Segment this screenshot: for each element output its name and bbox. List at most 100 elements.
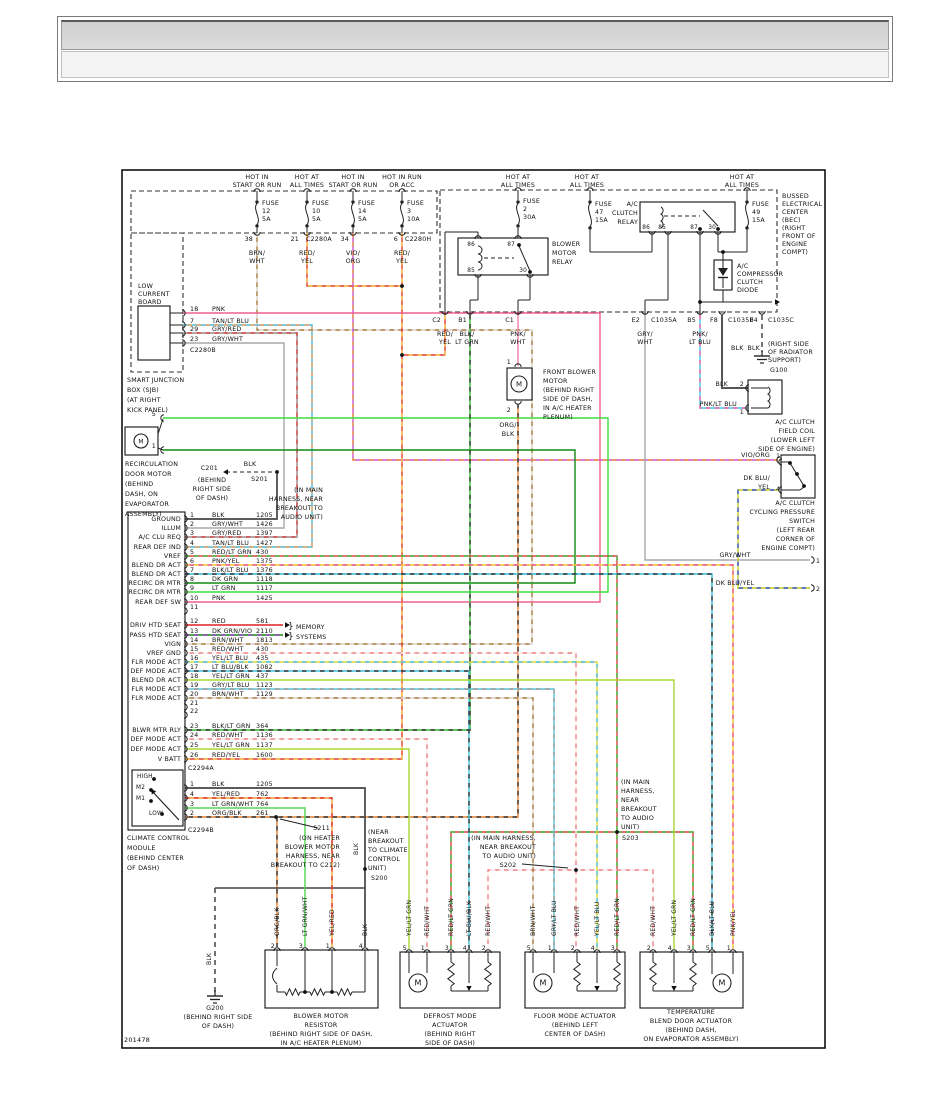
label: RIGHT SIDE <box>193 486 231 493</box>
label: PASS HTD SEAT <box>130 632 181 639</box>
label: 24 <box>190 732 198 739</box>
label: 1123 <box>256 682 273 689</box>
label: 2 <box>507 407 511 414</box>
switch-arm <box>150 789 180 821</box>
pin-chevron <box>593 949 601 954</box>
pin-chevron <box>474 273 482 278</box>
label: 2 <box>523 206 527 213</box>
label: 5A <box>262 216 271 223</box>
label: HIGH <box>137 774 153 780</box>
label: FLR MODE ACT <box>131 695 181 702</box>
pin-chevron <box>253 231 261 236</box>
label: PNK/LT BLU <box>700 401 738 408</box>
label: GRY/RED <box>212 530 241 537</box>
label: RED/ <box>299 250 316 257</box>
pin-chevron <box>160 414 165 422</box>
pin-chevron <box>514 310 522 315</box>
wire-stripe <box>576 869 654 949</box>
label: C1035A <box>651 317 677 324</box>
label: (ON HEATER <box>299 835 340 842</box>
label: REAR DEF SW <box>135 599 181 606</box>
junction-dot <box>152 777 156 781</box>
label: PNK/ <box>692 331 708 338</box>
label: 30A <box>523 214 536 221</box>
wire <box>185 807 306 947</box>
pin-chevron <box>183 524 188 532</box>
wire-stripe <box>185 233 533 645</box>
label: TEMPERATURE <box>666 1009 715 1016</box>
pin-chevron <box>183 804 188 812</box>
label: BLK/LT BLU <box>709 901 716 936</box>
fuse-icon <box>745 203 749 227</box>
label: RED <box>212 618 226 625</box>
pin-chevron <box>273 947 281 952</box>
label: 4 <box>463 945 467 952</box>
label: FUSE <box>262 200 279 207</box>
wire <box>185 555 618 949</box>
label: OF DASH) <box>127 865 159 872</box>
arrow-icon <box>285 622 290 628</box>
wire-stripe <box>185 661 598 949</box>
label: WHT <box>249 258 264 265</box>
label: 5A <box>358 216 367 223</box>
label: 87 <box>690 225 698 231</box>
label: 1 <box>816 558 820 565</box>
pin-chevron <box>405 949 413 954</box>
pin-chevron <box>670 949 678 954</box>
label: TAN/LT BLU <box>211 540 249 547</box>
label: GRY/RED <box>212 326 241 333</box>
label: RED/LT GRN <box>690 898 697 936</box>
label: 2 <box>190 521 194 528</box>
junction-dots <box>149 227 806 994</box>
label: 2 <box>740 381 744 388</box>
label: SYSTEMS <box>296 634 327 641</box>
label: FLR MODE ACT <box>131 659 181 666</box>
pin-chevron <box>474 235 482 240</box>
label: } <box>288 622 294 632</box>
label: 20 <box>190 691 198 698</box>
label: ALL TIMES <box>501 182 535 189</box>
label: 1 <box>727 945 731 952</box>
label: RECIRC DR MTR <box>128 580 181 587</box>
label: (IN MAIN <box>294 487 323 494</box>
label: LT BLU/BLK <box>212 664 249 671</box>
label: DK BLU/YEL <box>716 580 755 587</box>
pin-chevron <box>361 947 369 952</box>
wire <box>721 315 748 389</box>
pin-chevron <box>745 404 750 412</box>
wire <box>183 342 285 529</box>
label: ALL TIMES <box>290 182 324 189</box>
label: 23 <box>190 336 198 343</box>
wire <box>699 315 748 409</box>
connection-lines <box>157 190 805 993</box>
coil-icon <box>659 206 664 229</box>
arrow-icon <box>466 986 472 991</box>
pin-chevron <box>641 310 649 315</box>
label: 4 <box>591 945 595 952</box>
label: FUSE <box>312 200 329 207</box>
label: SIDE OF DASH, <box>543 396 593 403</box>
junction-dot <box>788 461 792 465</box>
label: LT GRN <box>455 339 479 346</box>
label: 1129 <box>256 691 273 698</box>
pin-chevron <box>183 813 188 821</box>
label: (BEHIND LEFT <box>552 1022 598 1029</box>
pin-chevron <box>181 329 186 337</box>
label: YEL/LT GRN <box>671 900 678 937</box>
pin-chevron <box>514 363 522 368</box>
wire-stripe <box>185 233 403 760</box>
junction-dot <box>716 227 720 231</box>
pin-chevron <box>183 694 188 702</box>
label: ENGINE COMPT) <box>761 545 815 552</box>
pin-chevron <box>465 949 473 954</box>
pin-chevron <box>778 486 783 494</box>
label: RED/LT GRN <box>212 549 252 556</box>
resistor-icon <box>284 987 301 997</box>
label: 1 <box>548 945 552 952</box>
pin-chevron <box>729 949 737 954</box>
label: RED/YEL <box>212 752 240 759</box>
label: C2294B <box>188 827 214 834</box>
label: ORG/BLK <box>274 907 281 936</box>
pin-chevron <box>776 456 781 464</box>
label: (NEAR <box>368 829 389 836</box>
